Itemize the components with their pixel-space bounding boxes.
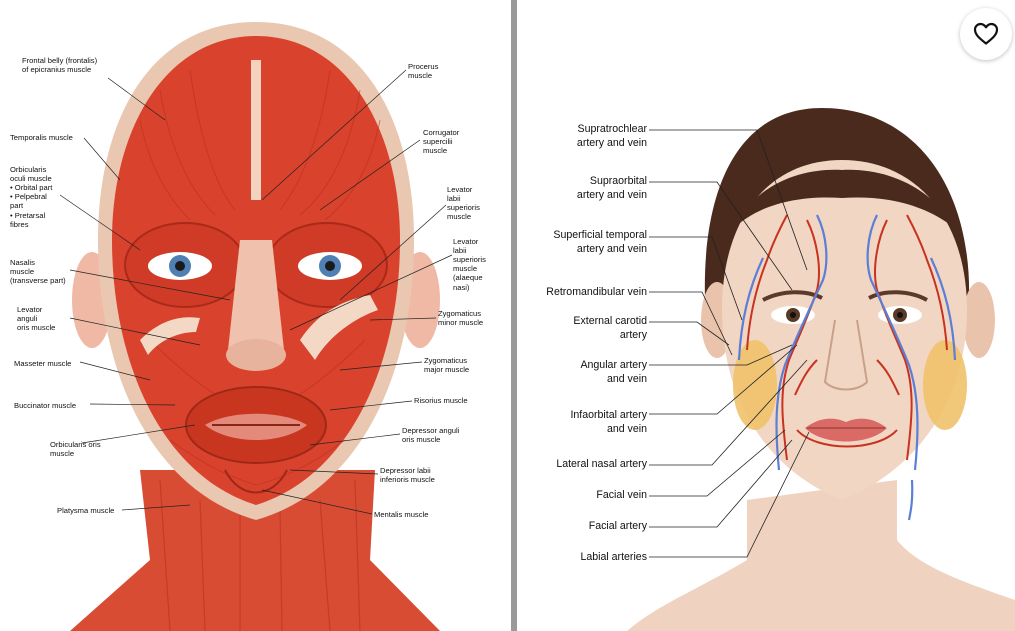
label-superficial-temporal: Superficial temporal artery and vein [517,228,647,257]
label-levator-anguli-oris: Levator anguli oris muscle [17,305,55,332]
label-retromandibular-vein: Retromandibular vein [517,285,647,299]
label-zygomaticus-minor: Zygomaticus minor muscle [438,309,483,327]
muscle-anatomy-panel: Frontal belly (frontalis) of epicranius … [0,0,511,631]
label-supratrochlear: Supratrochlear artery and vein [517,122,647,151]
label-mentalis: Mentalis muscle [374,510,428,519]
label-procerus: Procerus muscle [408,62,438,80]
label-depressor-anguli-oris: Depressor anguli oris muscle [402,426,459,444]
vascular-anatomy-panel: Supratrochlear artery and vein Supraorbi… [517,0,1015,631]
label-labial-arteries: Labial arteries [517,550,647,564]
label-frontalis: Frontal belly (frontalis) of epicranius … [22,56,97,74]
label-infraorbital: Infaorbital artery and vein [517,408,647,437]
label-zygomaticus-major: Zygomaticus major muscle [424,356,469,374]
label-corrugator: Corrugator supercilii muscle [423,128,459,155]
label-temporalis: Temporalis muscle [10,133,73,142]
label-buccinator: Buccinator muscle [14,401,76,410]
label-external-carotid: External carotid artery [517,314,647,343]
label-facial-artery: Facial artery [517,519,647,533]
label-angular-artery: Angular artery and vein [517,358,647,387]
label-lateral-nasal: Lateral nasal artery [517,457,647,471]
label-orbicularis-oris: Orbicularis oris muscle [50,440,101,458]
label-depressor-labii-inferioris: Depressor labii inferioris muscle [380,466,435,484]
label-levator-labii-alaeque-nasi: Levator labii superioris muscle (alaeque… [453,237,486,292]
label-orbicularis-oculi: Orbicularis oculi muscle • Orbital part … [10,165,52,229]
label-masseter: Masseter muscle [14,359,71,368]
muscle-face-illustration [0,0,511,631]
label-supraorbital: Supraorbital artery and vein [517,174,647,203]
label-platysma: Platysma muscle [57,506,114,515]
heart-outline-icon [973,22,999,46]
label-nasalis: Nasalis muscle (transverse part) [10,258,66,285]
label-facial-vein: Facial vein [517,488,647,502]
favorite-button[interactable] [960,8,1012,60]
label-levator-labii: Levator labii superioris muscle [447,185,480,221]
label-risorius: Risorius muscle [414,396,468,405]
